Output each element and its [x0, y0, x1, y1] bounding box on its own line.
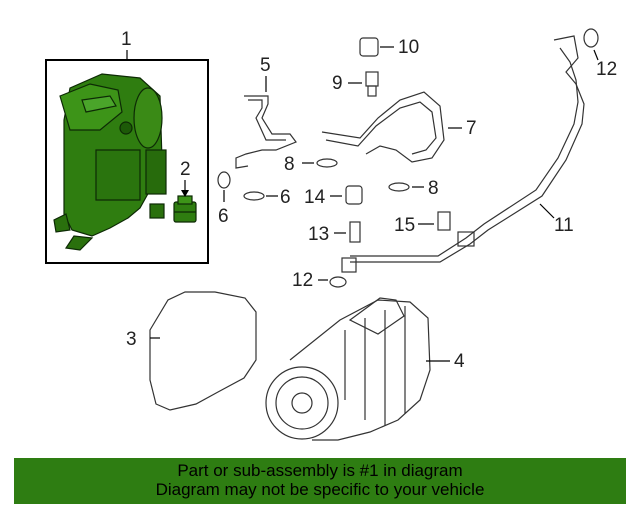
part-1-receiver-drier[interactable] [53, 73, 167, 251]
callout-2: 2 [180, 159, 191, 180]
part-9-switch[interactable] [365, 71, 379, 97]
callout-12b: 12 [292, 270, 314, 291]
callout-12a: 12 [596, 59, 618, 80]
info-banner: Part or sub-assembly is #1 in diagram Di… [14, 458, 626, 504]
callout-6a: 6 [218, 206, 229, 227]
part-7-hose[interactable] [321, 91, 445, 163]
callout-11: 11 [554, 215, 574, 236]
part-5-tube[interactable] [235, 95, 297, 169]
part-12-oring-a[interactable] [583, 28, 599, 48]
callout-10: 10 [398, 37, 420, 58]
callout-3: 3 [126, 329, 137, 350]
part-10-cap[interactable] [359, 37, 379, 57]
banner-line-2: Diagram may not be specific to your vehi… [155, 480, 485, 499]
part-14-cap[interactable] [345, 185, 363, 205]
callout-14: 14 [304, 187, 326, 208]
callout-15: 15 [394, 215, 416, 236]
banner-line-1: Part or sub-assembly is #1 in diagram [177, 461, 463, 480]
part-13-sensor[interactable] [349, 221, 361, 243]
callout-8a: 8 [284, 154, 295, 175]
callout-8b: 8 [428, 178, 439, 199]
callout-9: 9 [332, 73, 343, 94]
arrow-2 [181, 190, 189, 197]
parts-diagram [45, 28, 599, 441]
callout-13: 13 [308, 224, 330, 245]
leader-line-11 [539, 203, 555, 219]
part-6-oring-b[interactable] [243, 191, 265, 201]
part-4-compressor[interactable] [265, 297, 431, 441]
callout-5: 5 [260, 55, 271, 76]
callout-4: 4 [454, 351, 465, 372]
part-2-fitting[interactable] [173, 195, 197, 223]
callout-1: 1 [121, 29, 132, 50]
leader-line-12a [593, 49, 599, 61]
part-8-oring-a[interactable] [316, 158, 338, 168]
part-8-oring-b[interactable] [388, 182, 410, 192]
part-11-hose[interactable] [341, 35, 585, 273]
part-6-oring-a[interactable] [217, 171, 231, 189]
part-3-bracket[interactable] [149, 291, 257, 411]
part-12-oring-b[interactable] [329, 276, 347, 288]
part-15-sensor[interactable] [437, 211, 451, 231]
callout-6b: 6 [280, 187, 291, 208]
callout-7: 7 [466, 118, 477, 139]
